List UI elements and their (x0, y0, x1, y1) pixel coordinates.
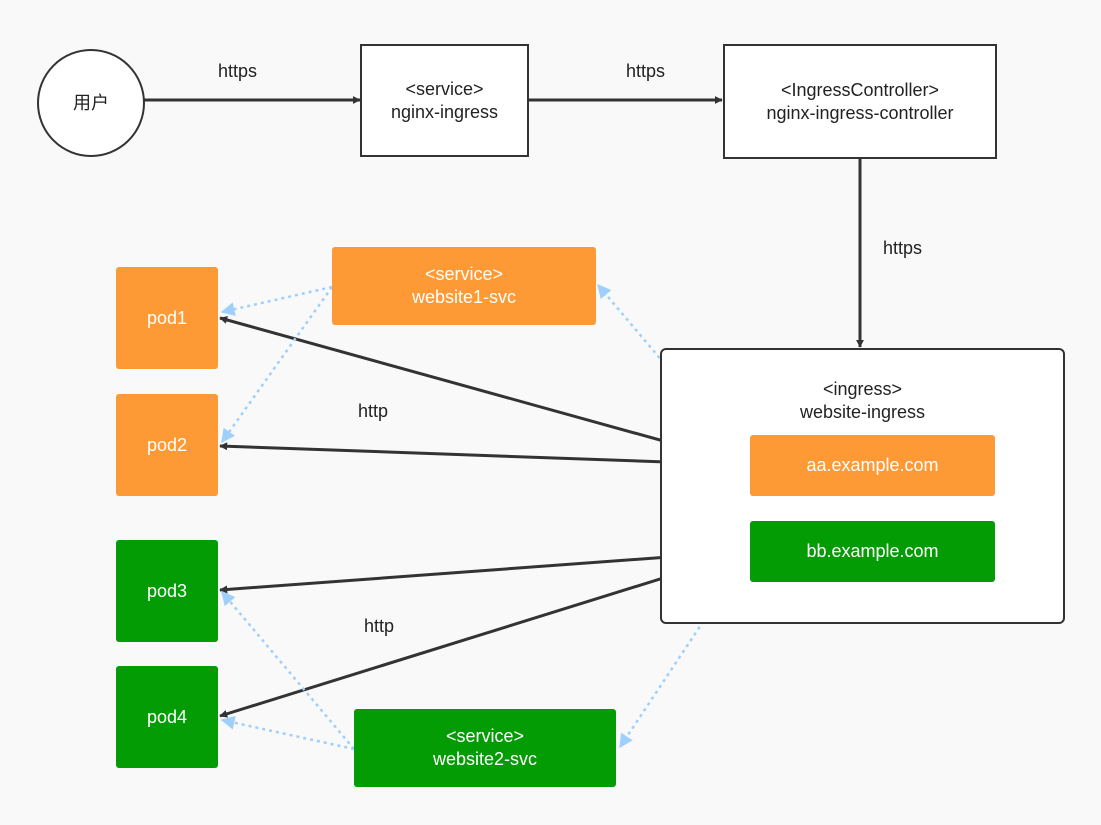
dotted-svc2-to-pod3 (221, 590, 355, 750)
edge-label-controller-ingress: https (883, 238, 923, 258)
dotted-svc2-to-pod4 (220, 715, 355, 751)
edge-label-user-service: https (218, 61, 258, 81)
rule-bb-label: bb.example.com (806, 541, 939, 561)
ingress-kind: <ingress> (822, 379, 903, 399)
rule-aa-example: aa.example.com (750, 435, 995, 496)
ingress-name: website-ingress (799, 402, 926, 422)
rule-aa-label: aa.example.com (806, 455, 939, 475)
nginx-service-name: nginx-ingress (390, 101, 499, 122)
user-node: 用户 (37, 49, 145, 157)
pod2-label: pod2 (146, 434, 188, 455)
ingress-controller-node: <IngressController> nginx-ingress-contro… (723, 44, 997, 159)
pod1-label: pod1 (146, 307, 188, 328)
edge-label-http-lower: http (364, 616, 395, 636)
pod1-node: pod1 (116, 267, 218, 369)
pod2-node: pod2 (116, 394, 218, 496)
svc2-kind: <service> (445, 726, 525, 746)
edge-label-http-upper: http (358, 401, 389, 421)
pod3-node: pod3 (116, 540, 218, 642)
svc1-kind: <service> (424, 264, 504, 284)
dotted-ingress-to-svc1 (597, 283, 751, 466)
nginx-service-kind: <service> (405, 78, 484, 99)
dotted-svc1-to-pod1 (220, 285, 333, 317)
rule-bb-example: bb.example.com (750, 521, 995, 582)
pod4-node: pod4 (116, 666, 218, 768)
controller-kind: <IngressController> (780, 79, 940, 100)
controller-name: nginx-ingress-controller (766, 102, 954, 123)
nginx-service-node: <service> nginx-ingress (360, 44, 529, 157)
svc2-name: website2-svc (432, 749, 538, 769)
pod4-label: pod4 (146, 706, 188, 727)
dotted-svc1-to-pod2 (220, 286, 334, 444)
user-label: 用户 (73, 92, 109, 113)
website2-svc-node: <service> website2-svc (354, 709, 616, 787)
pod3-label: pod3 (146, 580, 188, 601)
website1-svc-node: <service> website1-svc (332, 247, 596, 325)
edge-label-service-controller: https (626, 61, 666, 81)
svc1-name: website1-svc (411, 287, 517, 307)
